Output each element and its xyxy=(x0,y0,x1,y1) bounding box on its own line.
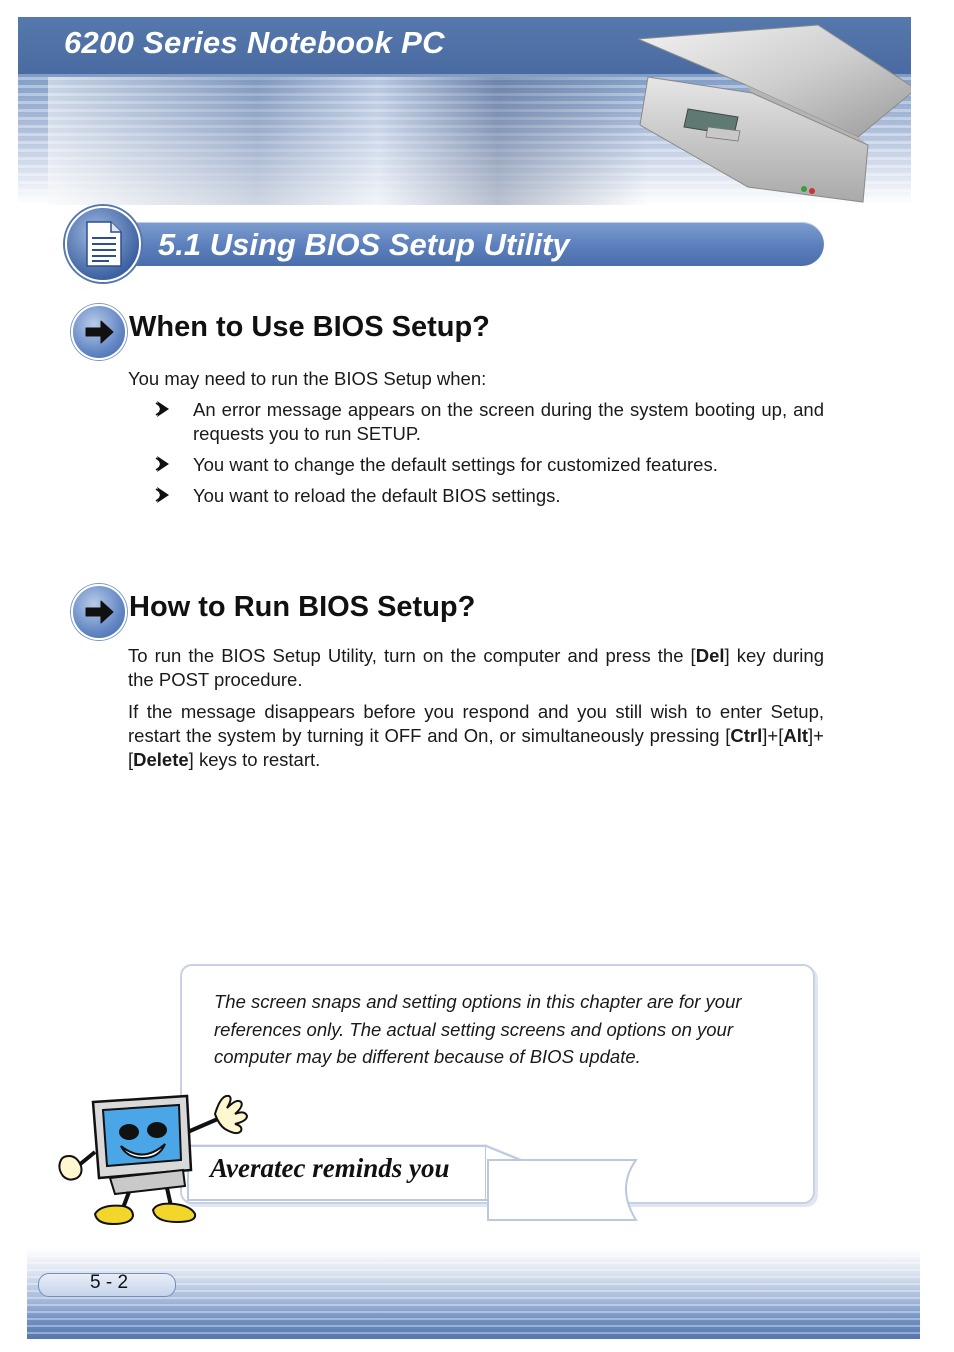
header-banner: 6200 Series Notebook PC xyxy=(18,17,911,205)
when-heading: When to Use BIOS Setup? xyxy=(129,311,490,343)
how-paragraph-1: To run the BIOS Setup Utility, turn on t… xyxy=(128,644,824,692)
page-number-pill xyxy=(38,1273,176,1297)
section-title: 5.1 Using BIOS Setup Utility xyxy=(158,227,570,262)
when-bullet-2: You want to change the default settings … xyxy=(193,454,718,475)
note-text: The screen snaps and setting options in … xyxy=(214,991,742,1067)
bullet-arrow-icon xyxy=(155,456,169,472)
header-title: 6200 Series Notebook PC xyxy=(64,25,445,60)
key-alt: Alt xyxy=(783,725,809,746)
arrow-right-icon xyxy=(71,584,127,640)
when-intro: You may need to run the BIOS Setup when: xyxy=(128,368,487,389)
bullet-arrow-icon xyxy=(155,401,169,417)
when-bullet-3: You want to reload the default BIOS sett… xyxy=(193,485,561,506)
footer-band xyxy=(27,1248,920,1339)
page-number: 5 - 2 xyxy=(90,1272,129,1293)
laptop-image xyxy=(637,24,911,203)
arrow-right-icon xyxy=(71,304,127,360)
key-delete: Delete xyxy=(133,749,189,770)
how-p1-text-end: ] key during the POST procedure. xyxy=(128,645,824,690)
document-icon xyxy=(65,206,141,282)
key-separator: ]+[ xyxy=(762,725,784,746)
how-p2-text-end: ] keys to restart. xyxy=(188,749,321,770)
how-p2-text: If the message disappears before you res… xyxy=(128,701,824,746)
how-p1-text: To run the BIOS Setup Utility, turn on t… xyxy=(128,645,696,666)
mascot-computer-icon xyxy=(58,1094,249,1226)
reminder-label: Averatec reminds you xyxy=(210,1153,450,1183)
key-separator: ]+[ xyxy=(128,725,824,770)
key-ctrl: Ctrl xyxy=(730,725,763,746)
when-bullet-1: An error message appears on the screen d… xyxy=(193,399,824,444)
section-title-bar xyxy=(98,222,824,266)
how-paragraph-2: If the message disappears before you res… xyxy=(128,700,824,772)
bullet-arrow-icon xyxy=(155,487,169,503)
key-del: Del xyxy=(695,645,725,666)
header-photo xyxy=(48,77,648,205)
reminder-tab xyxy=(487,1159,638,1221)
footer-stripes xyxy=(27,1248,920,1339)
how-heading: How to Run BIOS Setup? xyxy=(129,591,476,623)
